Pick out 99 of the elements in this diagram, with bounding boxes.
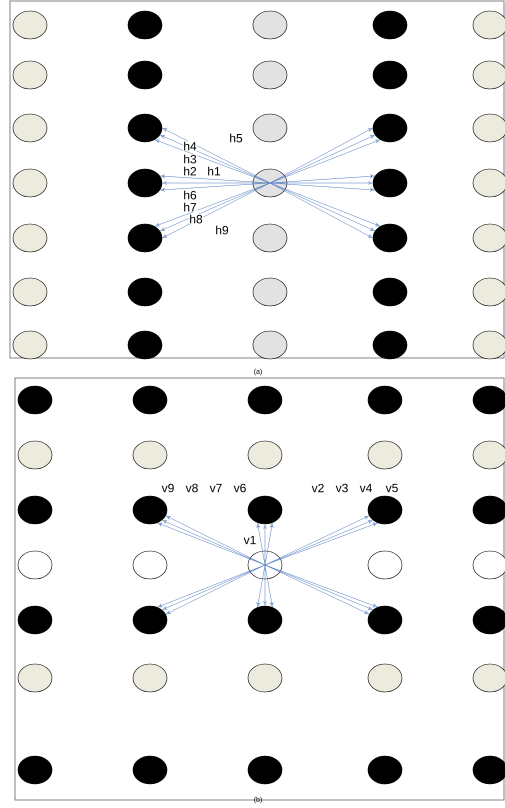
circle — [368, 496, 402, 524]
circle — [132, 550, 168, 580]
circle — [368, 756, 402, 784]
arrow — [264, 564, 274, 607]
circle — [252, 278, 288, 306]
arrow — [256, 564, 266, 607]
circle — [472, 664, 505, 692]
circle — [252, 60, 288, 90]
circle — [132, 440, 168, 470]
arrow-label: v4 — [359, 483, 373, 493]
circle — [12, 224, 48, 252]
circle — [12, 330, 48, 360]
circle — [252, 114, 288, 142]
arrow-label: v7 — [209, 483, 223, 493]
circle — [132, 664, 168, 692]
arrow-label: v6 — [233, 483, 247, 493]
arrow-label: v2 — [311, 483, 325, 493]
circle — [368, 440, 402, 470]
circle — [472, 114, 505, 142]
circle — [18, 386, 52, 414]
circle — [472, 386, 505, 414]
arrow-label: h4 — [182, 141, 198, 151]
panel-frame — [10, 0, 504, 358]
circle — [372, 224, 408, 252]
circle — [472, 168, 505, 198]
arrow-label: h6 — [182, 190, 198, 200]
circle — [252, 330, 288, 360]
arrow — [270, 182, 374, 192]
circle — [132, 756, 168, 784]
circle — [18, 756, 52, 784]
circle — [248, 496, 282, 524]
circle — [372, 10, 408, 40]
circle — [18, 496, 52, 524]
circle — [12, 60, 48, 90]
arrow — [160, 182, 270, 192]
circle — [248, 756, 282, 784]
circle — [372, 278, 408, 306]
arrow — [263, 564, 267, 606]
circle — [252, 168, 288, 198]
arrow-label: v1 — [243, 535, 257, 545]
arrow-label: v9 — [161, 483, 175, 493]
arrow-label: h8 — [188, 214, 204, 224]
circle — [248, 664, 282, 692]
arrow-label: h5 — [228, 133, 244, 143]
circle — [18, 440, 52, 470]
circle — [368, 606, 402, 634]
circle — [472, 440, 505, 470]
circle — [132, 386, 168, 414]
circle — [372, 168, 408, 198]
arrow-label: v5 — [385, 483, 399, 493]
arrow-label: h9 — [214, 225, 230, 235]
circle — [128, 60, 162, 90]
arrow-label: h7 — [182, 202, 198, 212]
arrow-label: v8 — [185, 483, 199, 493]
circle — [128, 278, 162, 306]
circle — [128, 10, 162, 40]
circle — [12, 168, 48, 198]
circle — [472, 10, 505, 40]
arrow-label: h2 — [182, 166, 198, 176]
circle — [128, 168, 162, 198]
arrow — [256, 523, 266, 566]
circle — [472, 278, 505, 306]
arrow — [162, 181, 270, 185]
circle — [248, 386, 282, 414]
circle — [368, 664, 402, 692]
circle — [132, 496, 168, 524]
circle — [368, 386, 402, 414]
circle — [472, 550, 505, 580]
circle — [472, 606, 505, 634]
circle — [472, 496, 505, 524]
circle — [248, 440, 282, 470]
circle — [472, 224, 505, 252]
arrow-label: h1 — [206, 166, 222, 176]
circle — [12, 278, 48, 306]
circle — [18, 664, 52, 692]
circle — [252, 224, 288, 252]
circle — [128, 224, 162, 252]
circle — [372, 60, 408, 90]
circle — [372, 114, 408, 142]
circle — [248, 606, 282, 634]
circle — [18, 550, 52, 580]
circle — [472, 756, 505, 784]
circle — [12, 10, 48, 40]
arrow — [270, 181, 372, 185]
circle — [128, 114, 162, 142]
arrow — [264, 523, 274, 566]
circle — [472, 60, 505, 90]
circle — [368, 550, 402, 580]
circle — [252, 10, 288, 40]
circle — [248, 550, 282, 580]
circle — [132, 606, 168, 634]
circle — [372, 330, 408, 360]
arrow-label: v3 — [335, 483, 349, 493]
circle — [18, 606, 52, 634]
circle — [128, 330, 162, 360]
circle — [12, 114, 48, 142]
arrow-label: h3 — [182, 154, 198, 164]
circle — [472, 330, 505, 360]
arrow — [263, 524, 267, 566]
